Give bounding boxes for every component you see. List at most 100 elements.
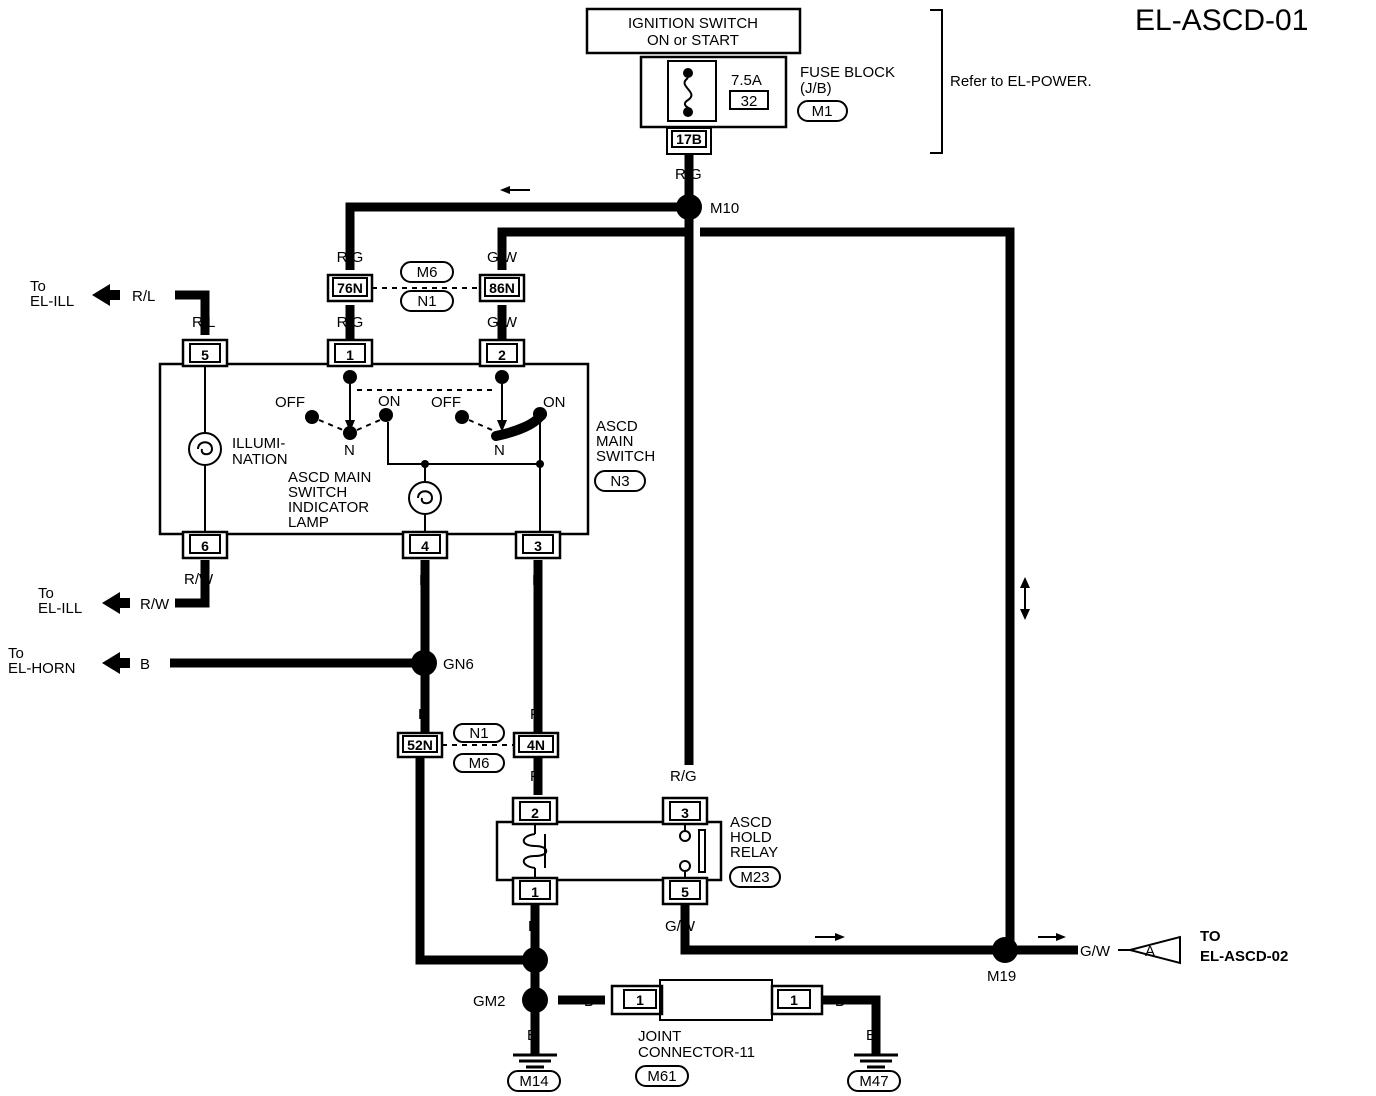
arrow-left-icon-horn xyxy=(102,652,120,674)
main-switch-connector-oval xyxy=(594,470,646,492)
switch2-off-terminal xyxy=(455,410,469,424)
connector-86n-inner xyxy=(484,277,520,297)
dest-to-ill-top: To xyxy=(30,278,46,295)
splice-gm2 xyxy=(522,987,548,1013)
ground-m47-oval xyxy=(847,1070,901,1092)
fuse-block-connector-oval xyxy=(797,100,848,122)
connector-76n-inner xyxy=(332,277,368,297)
ascd-main-switch: 5 1 2 6 4 3 ILLUMI- NATION N OFF ON xyxy=(158,338,655,560)
relay-pin2-inner xyxy=(519,801,551,821)
arrow-down-icon-switch2 xyxy=(497,420,507,432)
dest-to-ill-bottom: To xyxy=(38,585,54,602)
wire-color-b-m47: B xyxy=(866,1027,876,1044)
main-switch-pin4: 4 xyxy=(421,538,429,554)
dest-el-ill-bottom: R/W To EL-ILL R/W xyxy=(38,571,214,617)
switch1-n-label: N xyxy=(344,442,355,459)
main-switch-pin3: 3 xyxy=(534,538,542,554)
joint-body xyxy=(659,979,773,1021)
refer-note: Refer to EL-POWER. xyxy=(950,73,1092,90)
switch1-off-label: OFF xyxy=(275,394,305,411)
splice-m19-label: M19 xyxy=(987,968,1016,985)
fuse-terminal-inner xyxy=(671,130,707,148)
illumination-filament-icon xyxy=(197,441,214,456)
main-switch-box xyxy=(158,362,590,536)
joint-pin-right: 1 xyxy=(790,992,798,1008)
wire-color-b-relay1: B xyxy=(528,918,538,935)
arrow-right-icon xyxy=(835,933,845,941)
ground-m47-label: M47 xyxy=(859,1073,888,1090)
connector-n1-oval-mid xyxy=(453,723,505,743)
arrow-up-icon xyxy=(1020,577,1030,588)
relay-title-2: HOLD xyxy=(730,829,772,846)
dest-el-horn-label: EL-HORN xyxy=(8,660,76,677)
relay-contact-upper xyxy=(679,830,691,842)
wire-color-b-pin4: B xyxy=(419,572,429,589)
joint-label-2: CONNECTOR-11 xyxy=(638,1044,755,1061)
arrow-shaft-ill-bottom xyxy=(118,598,130,608)
splice-gm2-label: GM2 xyxy=(473,993,506,1010)
switch1-common-terminal xyxy=(343,370,357,384)
wire-color-rw-pin6: R/W xyxy=(184,571,214,588)
fuse-number: 32 xyxy=(741,93,758,110)
splice-m10 xyxy=(676,194,702,220)
wire-color-gw-relay5: G/W xyxy=(665,918,696,935)
wire-color-p-4n-bottom: P xyxy=(530,768,540,785)
indicator-filament-icon xyxy=(417,490,434,505)
indicator-lamp-label-3: INDICATOR xyxy=(288,499,369,516)
dest-to-ascd02: TO xyxy=(1200,928,1221,945)
connector-m6-oval-top xyxy=(400,261,454,283)
relay-connector: M23 xyxy=(740,869,769,886)
connector-m6-oval-mid xyxy=(453,753,505,773)
dest-ascd02: G/W A TO EL-ASCD-02 xyxy=(1080,928,1288,965)
fuse-block: 7.5A 32 FUSE BLOCK (J/B) M1 17B xyxy=(639,55,895,155)
connector-52n-inner xyxy=(402,735,438,753)
wire-color-rg-76n-bottom: R/G xyxy=(337,314,364,331)
dest-ascd02-label: EL-ASCD-02 xyxy=(1200,948,1288,965)
joint-label-1: JOINT xyxy=(638,1028,681,1045)
main-switch-pin4-inner xyxy=(409,534,441,554)
switch1-on-to-lamp xyxy=(387,422,540,465)
fuse-number-box xyxy=(729,90,769,110)
relay-pin3: 3 xyxy=(681,805,689,821)
connector-n1-mid: N1 xyxy=(469,725,488,742)
wire-86n-to-m10 xyxy=(497,227,689,270)
relay-pin3-inner xyxy=(669,801,701,821)
wire-color-gw-86n-bottom: G/W xyxy=(487,314,518,331)
wire-color-rl-pin5: R/L xyxy=(192,314,215,331)
main-switch-pin6: 6 xyxy=(201,538,209,554)
arrow-left-icon-ill-top xyxy=(92,284,110,306)
main-switch-pin2: 2 xyxy=(498,347,506,363)
arrow-left-icon-ill-bottom xyxy=(102,592,120,614)
fuse-amperage: 7.5A xyxy=(731,72,762,89)
relay-title-3: RELAY xyxy=(730,844,778,861)
fuse-block-connector: M1 xyxy=(812,103,833,120)
wire-color-rg-76n-top: R/G xyxy=(337,249,364,266)
connector-m6-top: M6 xyxy=(417,264,438,281)
connector-86n: G/W 86N G/W xyxy=(478,249,526,331)
splice-gm2-upper xyxy=(522,947,548,973)
switch1-on-terminal xyxy=(379,408,393,422)
switch1-off-terminal xyxy=(305,410,319,424)
wire-relay-5-to-m19 xyxy=(680,905,1010,955)
relay-pin5-inner xyxy=(669,880,701,900)
connector-86n-label: 86N xyxy=(489,280,515,296)
dest-el-ill-bottom-label: EL-ILL xyxy=(38,600,82,617)
splice-gn6-label: GN6 xyxy=(443,656,474,673)
wire-color-gw-86n-top: G/W xyxy=(487,249,518,266)
wire-color-b-joint-left: B xyxy=(584,993,594,1010)
wire-pin6-to-el-ill xyxy=(175,560,210,608)
main-switch-pin5: 5 xyxy=(201,347,209,363)
ground-m47-icon xyxy=(854,1053,898,1069)
relay-contact-lower xyxy=(679,860,691,872)
switch2-throw-arc xyxy=(468,419,493,431)
connector-4n-inner xyxy=(518,735,554,753)
relay-pin1-inner xyxy=(519,880,551,900)
main-switch-pin5-inner xyxy=(189,343,221,363)
joint-left-inner xyxy=(623,989,657,1009)
relay-pin2: 2 xyxy=(531,805,539,821)
fuse-block-sublabel: (J/B) xyxy=(800,80,832,97)
wire-color-b-horn: B xyxy=(140,656,150,673)
wire-color-rg-relay: R/G xyxy=(670,768,697,785)
joint-right-inner xyxy=(777,989,811,1009)
